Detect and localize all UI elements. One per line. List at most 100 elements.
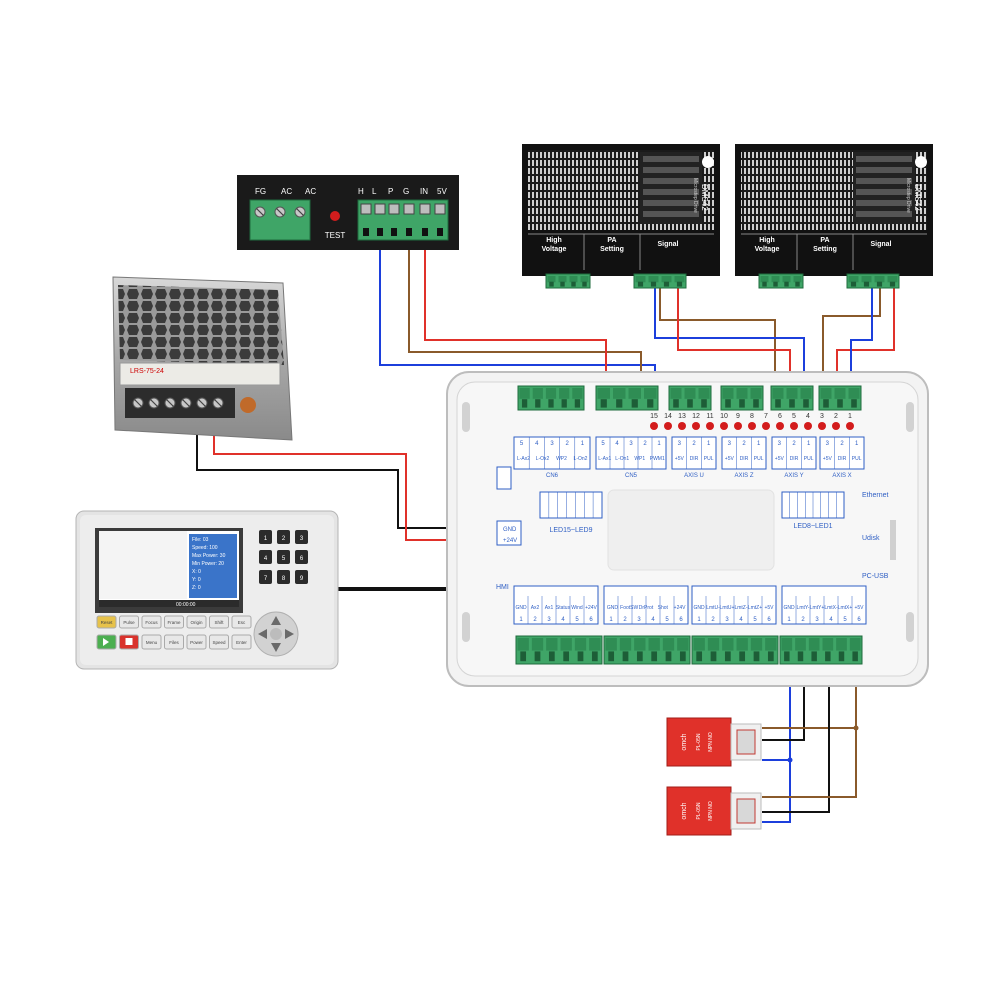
direction-pad <box>253 611 299 657</box>
pin-group-number: 5 <box>520 441 524 447</box>
keypad-key-1[interactable]: 1 <box>259 530 272 544</box>
sensor-model: PL-05N <box>696 733 702 750</box>
connector-axis-z-pin <box>722 388 734 399</box>
top-pin-number: 12 <box>692 413 700 420</box>
hmi-button-menu[interactable]: Menu <box>141 634 162 650</box>
pin-group-number: 5 <box>665 617 669 623</box>
keypad-key-face[interactable] <box>259 550 272 564</box>
hmi-button-pulse[interactable]: Pulse <box>119 615 139 629</box>
hmi-button-shift[interactable]: Shift <box>209 615 229 629</box>
hmi-button-reset[interactable]: Reset <box>96 615 117 629</box>
laser-psu-hole <box>377 228 383 236</box>
keypad-key-8[interactable]: 8 <box>277 570 290 584</box>
hmi-button-esc[interactable]: Esc <box>231 615 252 629</box>
psu-24v: LRS-75-24 <box>112 276 293 441</box>
pin-group-pin: PUL <box>754 456 764 462</box>
pin-group-pin: GND <box>783 605 795 611</box>
connector-axis-u-pin <box>670 388 682 399</box>
hmi-button-speed[interactable]: Speed <box>209 634 229 650</box>
test-button[interactable] <box>330 211 340 221</box>
pin-group-pin: WP1 <box>634 456 645 462</box>
hmi-label: HMI <box>496 584 509 591</box>
connector-cn6-hole <box>574 399 581 408</box>
dpad-right-button[interactable] <box>285 629 294 639</box>
keypad-key-face[interactable] <box>295 570 308 584</box>
dpad-left-button[interactable] <box>258 629 267 639</box>
hmi-button-label: Menu <box>146 640 158 645</box>
connector-axis-z-hole <box>725 399 731 408</box>
pin-group-pin: +5V <box>725 456 735 462</box>
hmi-button-files[interactable]: Files <box>164 634 184 650</box>
pin-group-pin: LmtX- <box>824 605 838 611</box>
hmi-button-face[interactable] <box>209 615 229 629</box>
hmi-button-face[interactable] <box>186 615 207 629</box>
keypad-key-3[interactable]: 3 <box>295 530 308 544</box>
dpad-down-button[interactable] <box>271 643 281 652</box>
hmi-button-face[interactable] <box>231 615 252 629</box>
keypad-key-4[interactable]: 4 <box>259 550 272 564</box>
laser-psu-hole <box>422 228 428 236</box>
keypad-key-6[interactable]: 6 <box>295 550 308 564</box>
hmi-button-face[interactable] <box>164 634 184 650</box>
top-pin-number: 3 <box>820 413 824 420</box>
connector-cn4-body <box>779 635 863 665</box>
hmi-button-face[interactable] <box>141 615 162 629</box>
pin-group-number: 2 <box>623 617 627 623</box>
connector-cn1-pin <box>531 638 544 651</box>
driver-signal-terminal-pin <box>848 276 859 283</box>
hmi-button-power[interactable]: Power <box>186 634 207 650</box>
hmi-button-origin[interactable]: Origin <box>186 615 207 629</box>
driver-power-terminal-hole <box>571 281 576 287</box>
driver-section-label: High <box>759 237 775 244</box>
pin-group-number: 3 <box>678 441 682 447</box>
connector-cn2-hole <box>651 651 658 662</box>
keypad-key-face[interactable] <box>259 530 272 544</box>
keypad-key-face[interactable] <box>277 570 290 584</box>
hmi-button-face[interactable] <box>209 634 229 650</box>
hmi-button-stop[interactable] <box>119 634 139 650</box>
keypad-key-face[interactable] <box>277 530 290 544</box>
hmi-button-face[interactable] <box>231 634 252 650</box>
connector-cn6-hole <box>561 399 567 408</box>
connector-cn6-hole <box>521 399 528 408</box>
driver-power-terminal-hole <box>560 281 565 287</box>
keypad-key-face[interactable] <box>277 550 290 564</box>
driver-spec-row <box>643 167 699 173</box>
hmi-button-face[interactable] <box>186 634 207 650</box>
dpad-center-button[interactable] <box>270 628 282 640</box>
top-pin-number: 15 <box>650 413 658 420</box>
keypad-key-5[interactable]: 5 <box>277 550 290 564</box>
connector-cn3-pin <box>750 638 763 651</box>
keypad-key-face[interactable] <box>295 550 308 564</box>
pin-group-pin: +5V <box>675 456 685 462</box>
hmi-button-face[interactable] <box>164 615 184 629</box>
driver-logo-icon <box>702 156 714 168</box>
connector-axis-y-hole <box>789 399 795 408</box>
pin-group-pin: LmtX+ <box>838 605 853 611</box>
hmi-screen-line: Min Power: 20 <box>192 561 224 567</box>
play-pause-icon <box>103 638 109 646</box>
hmi-button-enter[interactable]: Enter <box>231 634 252 650</box>
hmi-button-face[interactable] <box>119 615 139 629</box>
driver-power-terminal <box>545 273 591 289</box>
connector-cn5-hole <box>631 399 638 408</box>
dpad-up-button[interactable] <box>271 616 281 625</box>
hmi-button-face[interactable] <box>96 615 117 629</box>
pin-group-number: 3 <box>778 441 782 447</box>
hmi-button-frame[interactable]: Frame <box>164 615 184 629</box>
hmi-button-focus[interactable]: Focus <box>141 615 162 629</box>
keypad-key-2[interactable]: 2 <box>277 530 290 544</box>
keypad-key-face[interactable] <box>295 530 308 544</box>
hmi-button-face[interactable] <box>141 634 162 650</box>
pin-group-number: 1 <box>609 617 613 623</box>
keypad-key-9[interactable]: 9 <box>295 570 308 584</box>
sensor-head-inner <box>736 729 756 755</box>
wire-red-24v <box>213 420 495 541</box>
hmi-button-start-pause[interactable] <box>96 634 117 650</box>
keypad-key-label: 3 <box>300 536 304 542</box>
keypad-key-face[interactable] <box>259 570 272 584</box>
status-led <box>832 422 840 430</box>
keypad-key-7[interactable]: 7 <box>259 570 272 584</box>
